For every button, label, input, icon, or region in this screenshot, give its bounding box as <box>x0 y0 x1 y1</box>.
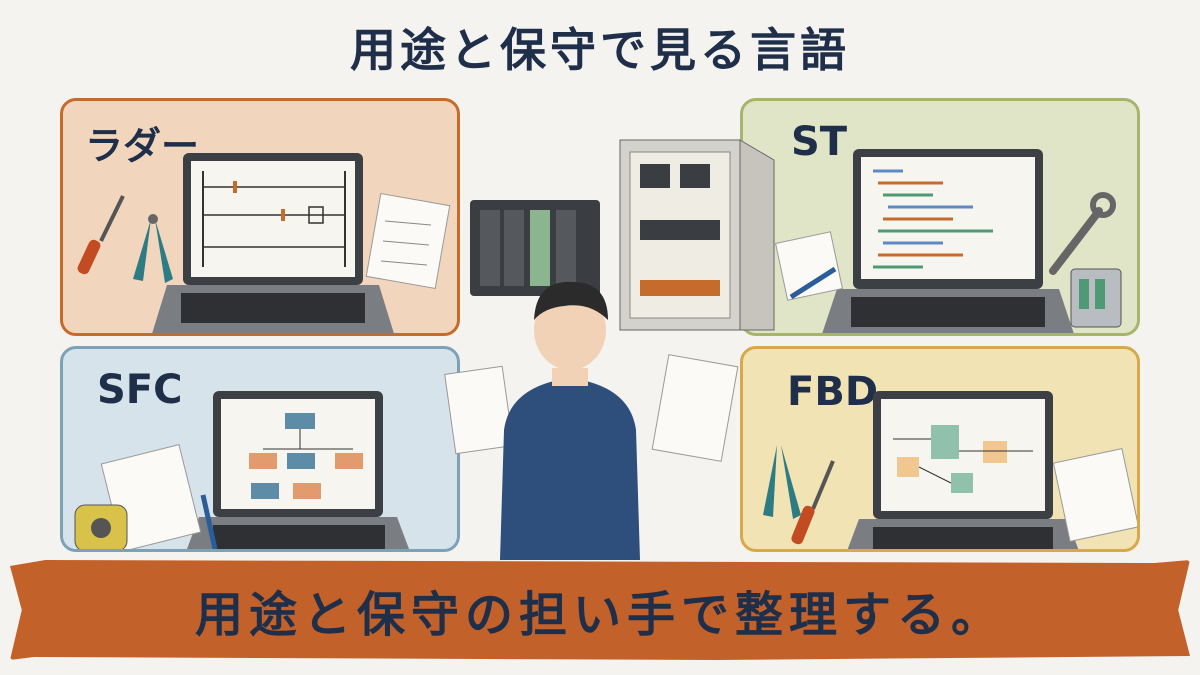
panel-label-sfc: SFC <box>97 367 183 413</box>
engineer-figure <box>500 281 640 560</box>
notepad-icon <box>365 192 451 290</box>
center-illustration <box>444 139 775 560</box>
screwdriver-icon <box>77 195 125 275</box>
fbd-illustration <box>763 391 1137 549</box>
panel-label-st: ST <box>791 119 848 165</box>
panel-st: ST <box>740 98 1140 336</box>
wrench-icon <box>1049 192 1116 275</box>
plc-rack-icon <box>470 200 600 296</box>
banner-text: 用途と保守の担い手で整理する。 <box>194 587 1005 643</box>
panel-ladder: ラダー <box>60 98 460 336</box>
notepad-icon <box>1052 448 1137 542</box>
relay-icon <box>1070 268 1122 328</box>
control-cabinet-icon <box>619 139 775 331</box>
pliers-icon <box>133 214 173 283</box>
screwdriver-icon <box>791 460 835 545</box>
ladder-illustration <box>77 153 451 333</box>
bottom-banner <box>10 560 1190 660</box>
laptop-icon <box>847 391 1079 549</box>
panel-label-ladder: ラダー <box>85 124 200 168</box>
st-illustration <box>774 149 1122 333</box>
laptop-icon <box>152 153 394 333</box>
laptop-icon <box>822 149 1074 333</box>
pliers-icon <box>763 445 801 519</box>
panel-sfc: SFC <box>60 346 460 552</box>
panel-fbd: FBD <box>740 346 1140 552</box>
tape-measure-icon <box>74 504 128 549</box>
panel-label-fbd: FBD <box>787 369 879 415</box>
page-title: 用途と保守で見る言語 <box>350 23 850 77</box>
notepad-icon <box>774 231 844 301</box>
laptop-icon <box>187 391 409 549</box>
sfc-illustration <box>74 391 409 549</box>
